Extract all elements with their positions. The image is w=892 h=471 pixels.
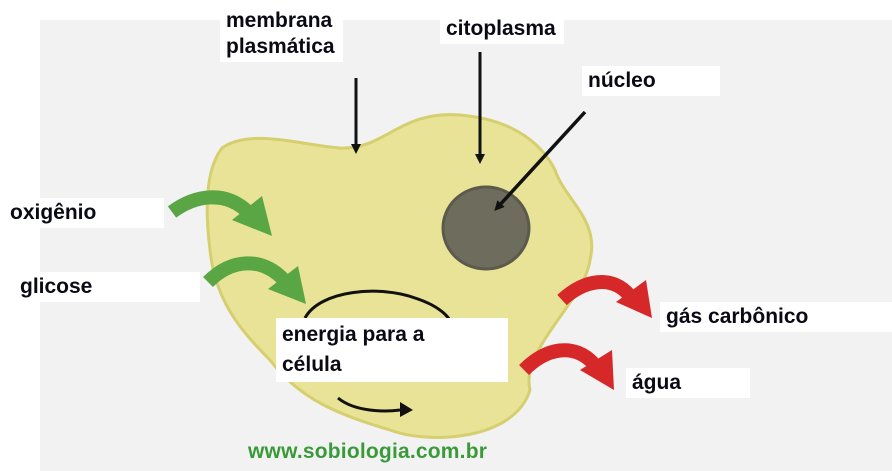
label-oxigenio: oxigênio [4,198,164,228]
label-citoplasma: citoplasma [440,14,564,44]
cell-membrane [205,113,594,439]
glucose-arrow-icon [203,256,306,304]
label-energia-para-a-celula: energia para a célula [276,318,508,382]
label-gas-carbonico: gás carbônico [660,302,892,332]
oxygen-arrow-icon [167,190,272,236]
label-glicose: glicose [14,272,200,302]
label-membrana-plasmatica: membrana plasmática [220,6,343,62]
nucleus-shape [441,185,531,271]
energy-cycle-icon [303,289,452,413]
water-arrow-icon [519,343,614,390]
website-watermark: www.sobiologia.com.br [248,440,488,463]
nucleus-pointer-icon [494,110,587,211]
energy-arrowhead-icon [400,402,413,417]
label-agua: água [626,368,750,398]
label-nucleo: núcleo [582,66,720,96]
co2-arrow-icon [557,275,652,318]
